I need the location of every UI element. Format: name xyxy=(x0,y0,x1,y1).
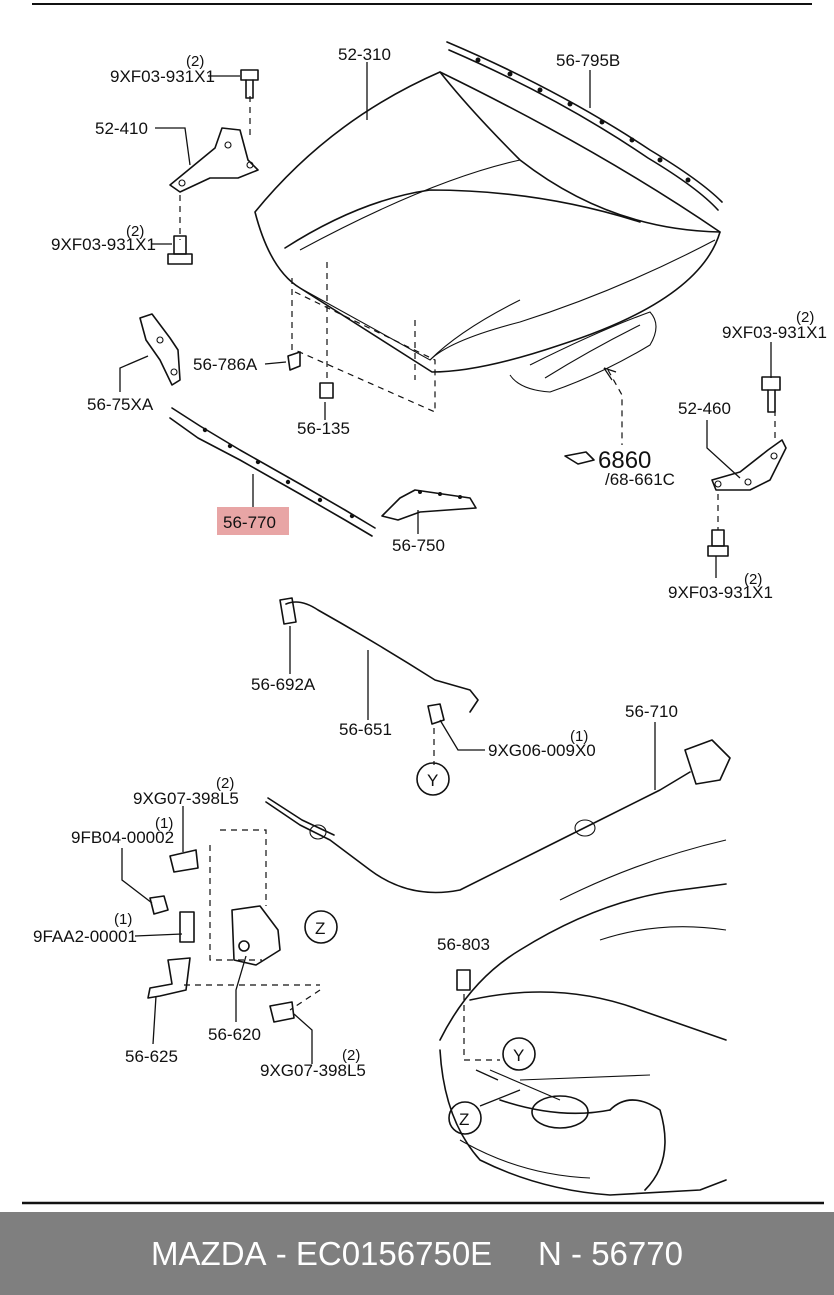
hinge-right xyxy=(711,410,787,530)
ref-y-text: Y xyxy=(427,771,438,790)
label-ref-68-661c: /68-661C xyxy=(605,470,675,489)
clip-icon xyxy=(427,703,445,725)
side-seal xyxy=(381,489,477,521)
cap-icon xyxy=(456,969,471,991)
label-bolt-br: 9XF03-931X1 xyxy=(668,583,773,602)
qty-bolt-latch-bot: (2) xyxy=(342,1047,360,1064)
qty-bolt-tl: (2) xyxy=(186,53,204,70)
ref-z-text: Z xyxy=(315,919,325,938)
car-ref-z-text: Z xyxy=(459,1110,469,1129)
leader-lines xyxy=(119,62,772,1107)
dashed-guide xyxy=(294,291,436,413)
label-latch: 56-620 xyxy=(208,1025,261,1044)
qty-screw: (1) xyxy=(114,911,132,928)
qty-nut: (1) xyxy=(155,815,173,832)
label-hinge-left: 52-410 xyxy=(95,119,148,138)
label-bumper-135: 56-135 xyxy=(297,419,350,438)
parts-diagram: 52-310 56-795B (2) 9XF03-931X1 52-410 (2… xyxy=(22,3,827,1205)
car-ref-y-text: Y xyxy=(513,1046,524,1065)
footer-gap xyxy=(492,1235,538,1273)
hinge-left xyxy=(169,96,259,240)
hood-prop-rod xyxy=(279,597,479,713)
label-bolt-latch-top: 9XG07-398L5 xyxy=(133,789,239,808)
qty-bolt-latch-top: (2) xyxy=(216,775,234,792)
label-bolt-latch-bot: 9XG07-398L5 xyxy=(260,1061,366,1080)
label-clip: 9XG06-009X0 xyxy=(488,741,596,760)
bolt-icon xyxy=(269,1001,295,1023)
footer-part-number: EC0156750E xyxy=(295,1234,493,1272)
label-release-cable: 56-710 xyxy=(625,702,678,721)
label-bolt-tr: 9XF03-931X1 xyxy=(722,323,827,342)
bolt-icon xyxy=(761,376,781,413)
footer-separator: - xyxy=(561,1234,592,1272)
bumper-icon xyxy=(287,351,334,399)
label-side-seal: 56-750 xyxy=(392,536,445,555)
hand-pointer-icon xyxy=(564,451,595,465)
hood-hinge-bracket xyxy=(139,313,181,386)
label-hinge-bracket: 56-75XA xyxy=(87,395,154,414)
label-hinge-right: 52-460 xyxy=(678,399,731,418)
car-ref-circle-y xyxy=(502,1037,536,1071)
arrow-icon xyxy=(603,367,617,381)
label-weatherstrip-rear: 56-795B xyxy=(556,51,620,70)
label-bolt-ml: 9XF03-931X1 xyxy=(51,235,156,254)
ref-circle-y xyxy=(416,762,450,796)
ref-circle-z xyxy=(304,910,338,944)
dashed-guide xyxy=(607,369,623,445)
label-latch-bracket: 56-625 xyxy=(125,1047,178,1066)
bolt-icon xyxy=(707,529,729,557)
screw-icon xyxy=(179,911,195,943)
footer-brand: MAZDA xyxy=(151,1234,267,1272)
weatherstrip-rear xyxy=(446,41,723,211)
label-ref-6860: 6860 xyxy=(598,447,651,474)
release-cable xyxy=(265,739,731,894)
bolt-icon xyxy=(167,235,193,265)
car-front-illustration xyxy=(439,839,727,1196)
hood-latch xyxy=(184,829,321,1011)
bolt-icon xyxy=(240,69,259,99)
qty-clip: (1) xyxy=(570,728,588,745)
label-bolt-tl: 9XF03-931X1 xyxy=(110,67,215,86)
footer-separator: - xyxy=(266,1234,296,1272)
qty-bolt-tr: (2) xyxy=(796,309,814,326)
label-hood: 52-310 xyxy=(338,45,391,64)
label-prop-rod: 56-651 xyxy=(339,720,392,739)
label-screw: 9FAA2-00001 xyxy=(33,927,137,946)
part-info-footer: MAZDA - EC0156750E N - 56770 xyxy=(0,1212,834,1295)
nut-icon xyxy=(149,895,169,915)
footer-n-prefix: N xyxy=(538,1234,562,1272)
footer-n-number: 56770 xyxy=(591,1234,683,1272)
label-prop-rod-holder: 56-692A xyxy=(251,675,316,694)
label-weatherstrip-front: 56-770 xyxy=(223,513,276,532)
highlight-box xyxy=(217,507,289,535)
latch-bracket xyxy=(147,957,191,999)
label-cap: 56-803 xyxy=(437,935,490,954)
label-bumper-786a: 56-786A xyxy=(193,355,258,374)
qty-bolt-ml: (2) xyxy=(126,223,144,240)
qty-bolt-br: (2) xyxy=(744,571,762,588)
car-ref-circle-z xyxy=(448,1101,482,1135)
dashed-guide xyxy=(463,994,500,1061)
label-nut: 9FB04-00002 xyxy=(71,828,174,847)
hood-panel xyxy=(254,71,721,393)
weatherstrip-front xyxy=(169,407,376,537)
bolt-icon xyxy=(169,849,199,873)
